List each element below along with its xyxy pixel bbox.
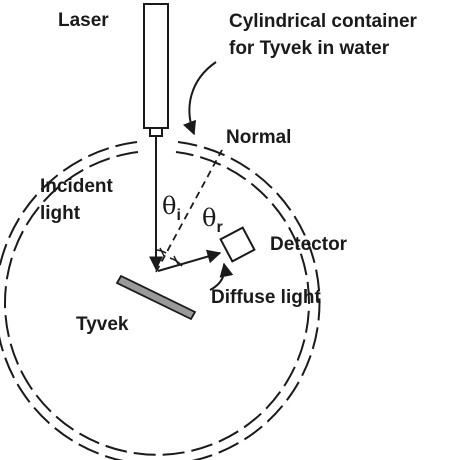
label-diffuse-light: Diffuse light <box>211 287 321 308</box>
laser-nozzle <box>149 127 163 137</box>
laser-body <box>143 3 169 129</box>
tyvek-sample <box>115 274 197 321</box>
container-inner-circle <box>4 151 310 456</box>
theta-i-subscript: i <box>176 207 180 224</box>
label-container-line1: Cylindrical container <box>229 11 418 32</box>
label-tyvek: Tyvek <box>76 314 129 335</box>
container-circles <box>0 141 321 460</box>
label-theta-r: θr <box>202 204 223 236</box>
laser-device <box>143 3 169 137</box>
theta-i-symbol: θ <box>162 192 176 220</box>
label-incident-line1: Incident <box>40 176 114 197</box>
diffuse-pointer <box>209 262 234 291</box>
reflected-beam <box>157 249 222 272</box>
label-normal: Normal <box>226 127 291 148</box>
detector-box <box>219 226 256 263</box>
label-container-line2: for Tyvek in water <box>229 38 390 59</box>
container-outer-circle <box>0 141 321 460</box>
label-detector: Detector <box>270 234 348 255</box>
container-pointer <box>182 61 217 136</box>
theta-r-subscript: r <box>216 219 222 236</box>
label-theta-i: θi <box>162 192 181 224</box>
theta-r-symbol: θ <box>202 204 216 232</box>
angle-tick-1 <box>159 247 165 257</box>
label-laser: Laser <box>58 10 109 31</box>
angle-tick-2 <box>173 255 179 265</box>
label-incident-line2: light <box>40 203 81 224</box>
